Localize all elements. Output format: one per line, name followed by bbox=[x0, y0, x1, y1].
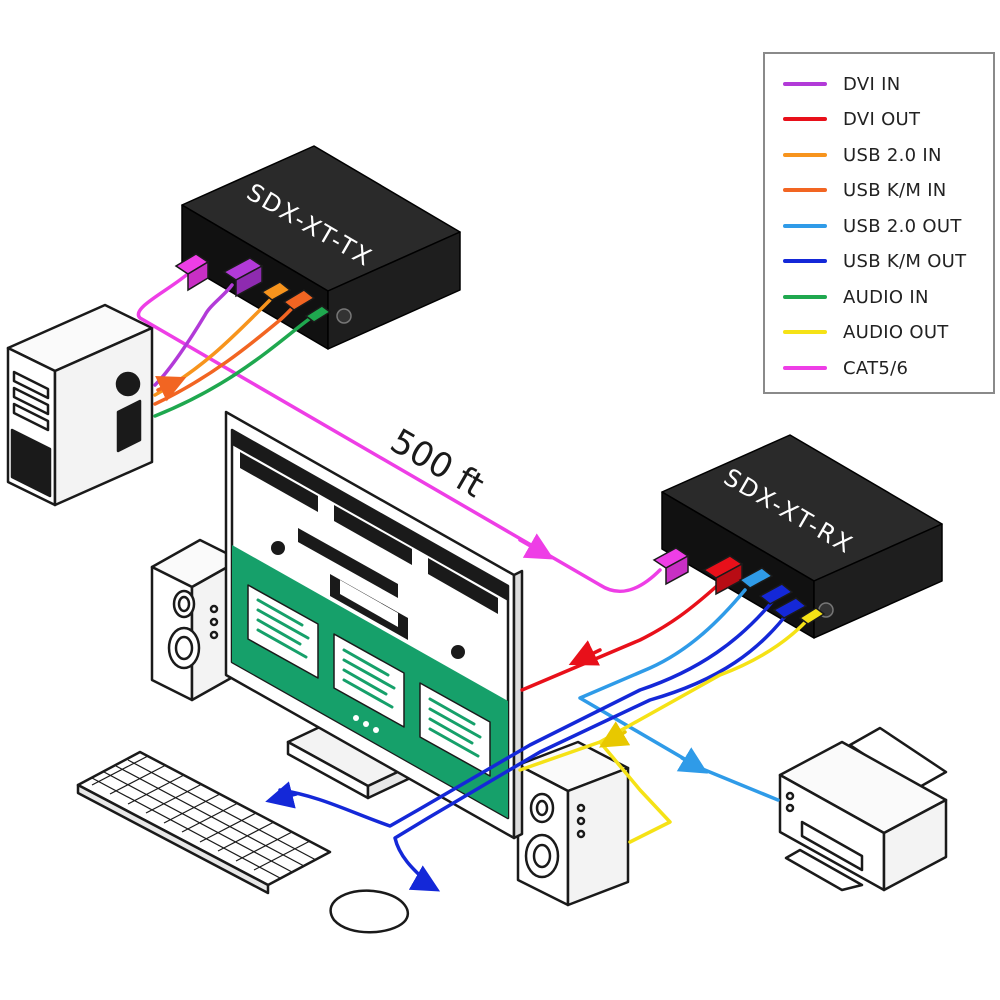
legend-swatch bbox=[783, 82, 827, 86]
transmitter-unit bbox=[181, 145, 461, 350]
usb-out-cable bbox=[578, 588, 747, 770]
legend-label: DVI IN bbox=[843, 73, 901, 95]
legend: DVI IN DVI OUT USB 2.0 IN USB K/M IN USB… bbox=[763, 52, 995, 394]
cat5-arrow bbox=[518, 533, 555, 560]
legend-label: USB K/M IN bbox=[843, 179, 947, 201]
cables bbox=[136, 270, 814, 892]
legend-label: CAT5/6 bbox=[843, 357, 909, 379]
legend-item-audio-out: AUDIO OUT bbox=[783, 317, 949, 347]
monitor bbox=[224, 410, 524, 840]
legend-swatch bbox=[783, 295, 827, 299]
legend-swatch bbox=[783, 188, 827, 192]
legend-item-dvi-out: DVI OUT bbox=[783, 104, 920, 134]
dvi-out-cable bbox=[520, 583, 720, 692]
legend-item-usb-out: USB 2.0 OUT bbox=[783, 211, 962, 241]
keyboard bbox=[76, 750, 332, 895]
usb-in-cable bbox=[153, 292, 278, 397]
legend-swatch bbox=[783, 153, 827, 157]
legend-item-usb-in: USB 2.0 IN bbox=[783, 140, 942, 170]
dvi-in-cable bbox=[153, 283, 234, 387]
legend-item-audio-in: AUDIO IN bbox=[783, 282, 929, 312]
legend-label: AUDIO IN bbox=[843, 286, 929, 308]
legend-label: USB 2.0 OUT bbox=[843, 215, 962, 237]
distance-label: 500 ft bbox=[384, 421, 491, 506]
legend-swatch bbox=[783, 259, 827, 263]
computer-tower bbox=[6, 303, 154, 507]
mouse bbox=[329, 889, 410, 934]
legend-label: USB 2.0 IN bbox=[843, 144, 942, 166]
cat5-cable bbox=[136, 270, 662, 594]
legend-item-usb-km-out: USB K/M OUT bbox=[783, 246, 966, 276]
legend-label: USB K/M OUT bbox=[843, 250, 967, 272]
legend-swatch bbox=[783, 117, 827, 121]
left-speaker bbox=[150, 538, 242, 702]
printer bbox=[778, 726, 948, 892]
tx-connectors bbox=[174, 253, 332, 323]
legend-label: DVI OUT bbox=[843, 108, 921, 130]
legend-swatch bbox=[783, 330, 827, 334]
legend-swatch bbox=[783, 224, 827, 228]
legend-label: AUDIO OUT bbox=[843, 321, 949, 343]
legend-item-cat5: CAT5/6 bbox=[783, 353, 908, 383]
audio-out-cable bbox=[598, 613, 814, 844]
legend-swatch bbox=[783, 366, 827, 370]
legend-item-dvi-in: DVI IN bbox=[783, 69, 900, 99]
legend-item-usb-km-in: USB K/M IN bbox=[783, 175, 947, 205]
rx-connectors bbox=[652, 547, 826, 625]
right-speaker bbox=[516, 740, 630, 907]
usb-km-out-cable bbox=[278, 600, 774, 828]
